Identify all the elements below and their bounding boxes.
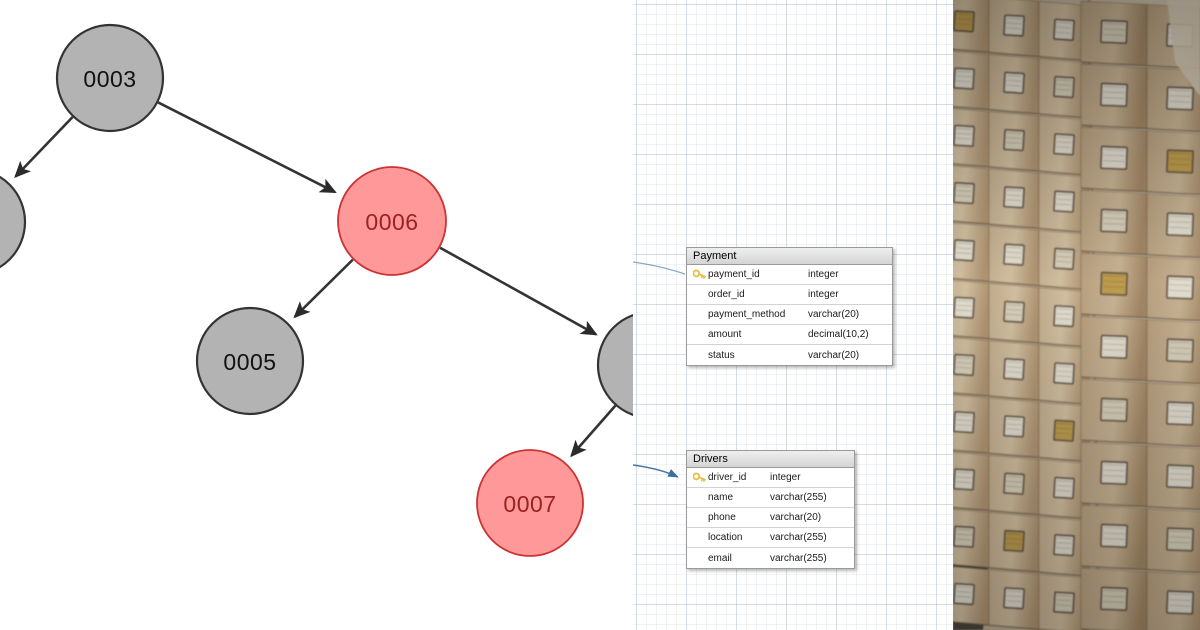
tree-edge-n0006-to-nright xyxy=(439,246,598,336)
er-column-name: order_id xyxy=(708,289,745,300)
er-column-name: payment_method xyxy=(708,309,786,320)
er-column-name: email xyxy=(708,552,732,564)
er-column-row[interactable]: name varchar(255) xyxy=(687,488,854,508)
er-column-row[interactable]: phone varchar(20) xyxy=(687,508,854,528)
er-column-type: varchar(255) xyxy=(770,532,827,543)
tree-node-circle xyxy=(55,23,165,133)
er-column-name: location xyxy=(708,532,743,543)
er-column-row[interactable]: status varchar(20) xyxy=(687,345,892,365)
er-column-type: decimal(10,2) xyxy=(808,329,869,340)
primary-key-icon-cell xyxy=(691,472,708,483)
er-connector-group xyxy=(633,261,686,478)
tree-edge-n0003-to-n0006 xyxy=(157,101,337,194)
er-column-name: payment_id xyxy=(708,269,760,280)
er-column-type: varchar(255) xyxy=(770,552,827,564)
tree-node-group: 0003 0006 0005 0007 xyxy=(0,23,633,557)
er-column-type: integer xyxy=(808,289,839,300)
er-table-title: Payment xyxy=(687,248,892,265)
er-table-title: Drivers xyxy=(687,451,854,468)
primary-key-icon-cell xyxy=(691,269,708,280)
er-column-row[interactable]: location varchar(255) xyxy=(687,528,854,548)
primary-key-icon xyxy=(693,472,706,482)
archive-photo-panel xyxy=(953,0,1200,630)
tree-edge-n0006-to-n0005 xyxy=(293,258,354,319)
tree-edge-group xyxy=(14,101,617,458)
tree-node-partial[interactable] xyxy=(596,312,633,418)
tree-node-circle xyxy=(337,166,447,276)
archive-boxes-illustration xyxy=(953,0,1200,630)
er-table-drivers[interactable]: Drivers driver_id integer name varchar(255) p… xyxy=(686,450,855,569)
er-column-row[interactable]: payment_id integer xyxy=(687,265,892,285)
tree-node-0006[interactable]: 0006 xyxy=(337,166,447,276)
tree-node-circle xyxy=(0,175,27,269)
er-column-row[interactable]: order_id integer xyxy=(687,285,892,305)
tree-node-0007[interactable]: 0007 xyxy=(476,449,584,557)
tree-node-0005[interactable]: 0005 xyxy=(195,306,305,416)
er-column-type: varchar(255) xyxy=(770,492,827,503)
er-relationship-connector xyxy=(633,464,679,478)
er-column-row[interactable]: email varchar(255) xyxy=(687,548,854,568)
primary-key-icon xyxy=(693,269,706,279)
tree-node-0003[interactable]: 0003 xyxy=(55,23,165,133)
er-column-type: varchar(20) xyxy=(808,309,860,320)
er-column-name: amount xyxy=(708,329,742,340)
tree-node-circle xyxy=(195,306,305,416)
tree-svg: 0003 0006 0005 0007 xyxy=(0,23,633,557)
er-column-name: name xyxy=(708,492,734,503)
tree-edge-n0003-to-nleft xyxy=(14,116,74,179)
binary-search-tree-panel: 0003 0006 0005 0007 xyxy=(0,23,633,557)
tree-node-partial[interactable] xyxy=(0,169,27,275)
er-column-row[interactable]: driver_id integer xyxy=(687,468,854,488)
er-column-type: varchar(20) xyxy=(770,512,822,523)
er-column-row[interactable]: amount decimal(10,2) xyxy=(687,325,892,345)
er-relationship-connector xyxy=(633,261,686,275)
er-column-name: status xyxy=(708,349,735,361)
er-column-type: integer xyxy=(770,472,801,483)
tree-node-circle xyxy=(476,449,584,557)
er-column-type: integer xyxy=(808,269,839,280)
er-column-name: driver_id xyxy=(708,472,747,483)
er-column-row[interactable]: payment_method varchar(20) xyxy=(687,305,892,325)
er-column-name: phone xyxy=(708,512,736,523)
tree-node-circle xyxy=(596,313,633,417)
tree-edge-nright-to-n0007 xyxy=(570,404,617,458)
er-column-type: varchar(20) xyxy=(808,349,860,361)
